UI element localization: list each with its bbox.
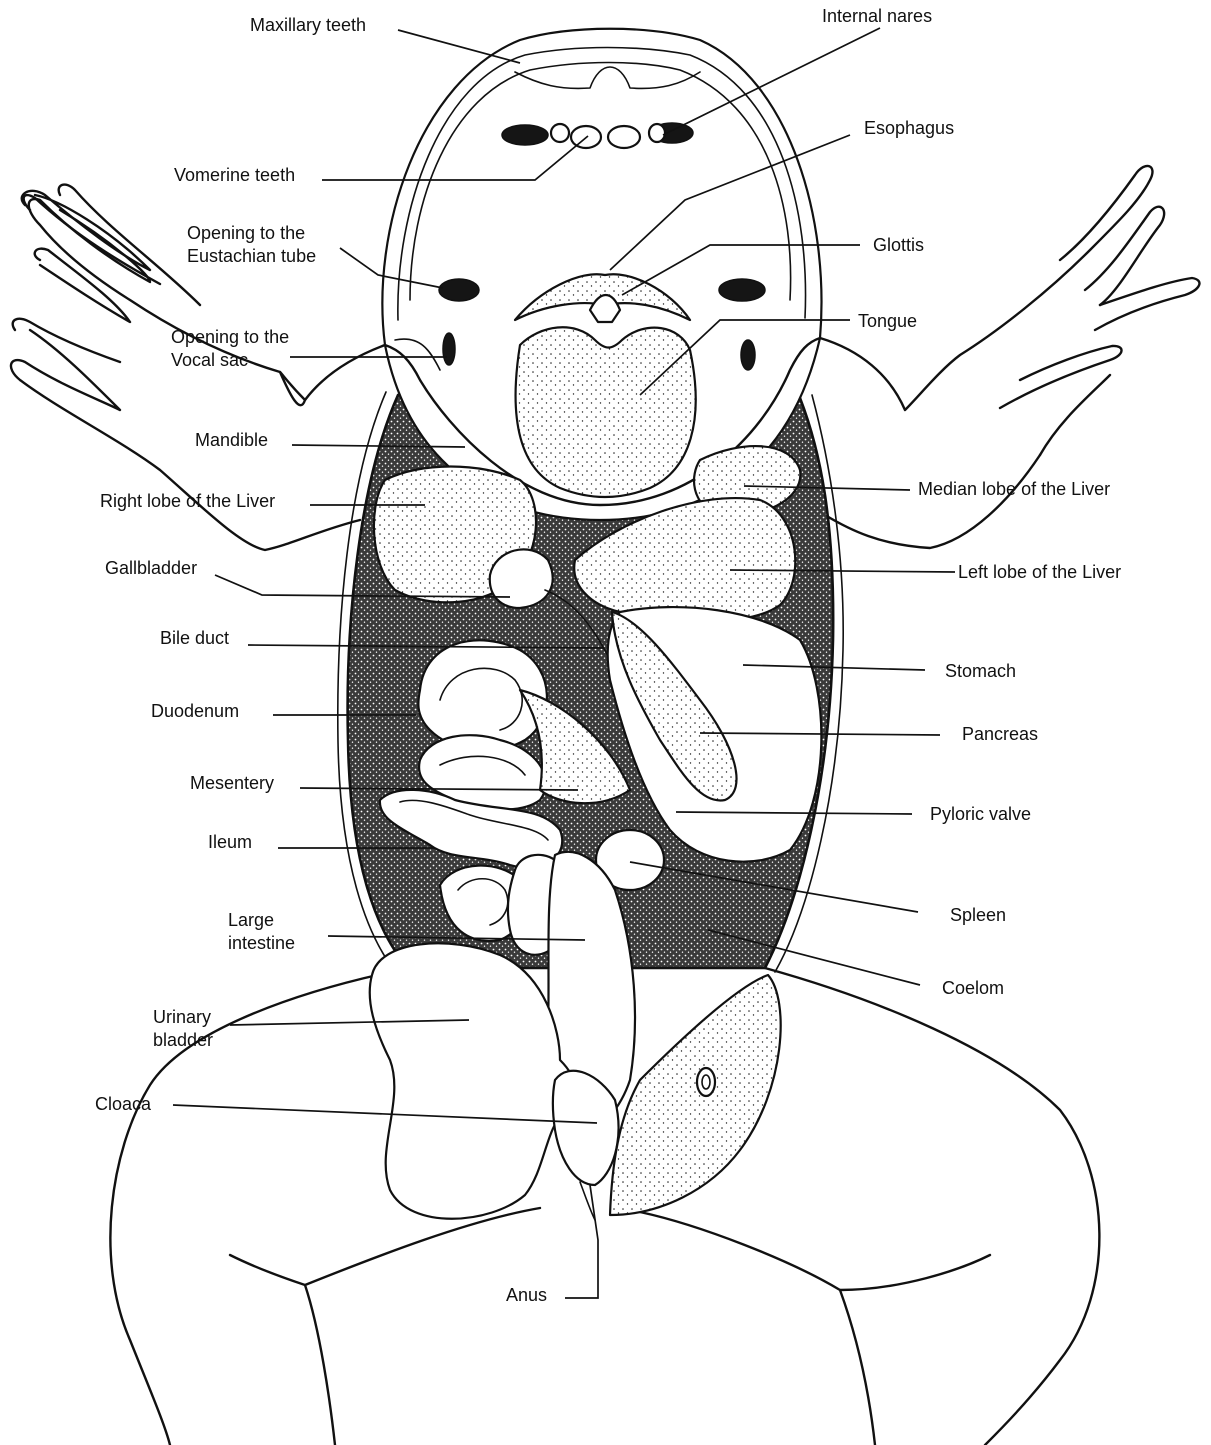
eustachian-opening-right [439,279,479,301]
label-tongue: Tongue [858,310,917,333]
label-ileum: Ileum [208,831,252,854]
vocal-sac-opening-left [741,340,755,370]
label-eustachian-line1: Opening to the [187,222,316,245]
label-eustachian-tube: Opening to the Eustachian tube [187,222,316,268]
label-cloaca: Cloaca [95,1093,151,1116]
label-vocal-sac: Opening to the Vocal sac [171,326,289,372]
label-large-intestine-line1: Large [228,909,295,932]
label-pancreas: Pancreas [962,723,1038,746]
label-duodenum: Duodenum [151,700,239,723]
internal-naris-right [502,125,548,145]
label-urinary-bladder-line1: Urinary [153,1006,213,1029]
label-mandible: Mandible [195,429,268,452]
label-spleen: Spleen [950,904,1006,927]
label-urinary-bladder: Urinary bladder [153,1006,213,1052]
label-vomerine-teeth: Vomerine teeth [174,164,295,187]
label-internal-nares: Internal nares [822,5,932,28]
label-eustachian-line2: Eustachian tube [187,245,316,268]
label-bile-duct: Bile duct [160,627,229,650]
label-vocal-sac-line1: Opening to the [171,326,289,349]
label-median-lobe-liver: Median lobe of the Liver [918,478,1110,501]
label-right-lobe-liver: Right lobe of the Liver [100,490,275,513]
label-urinary-bladder-line2: bladder [153,1029,213,1052]
label-large-intestine-line2: intestine [228,932,295,955]
label-vocal-sac-line2: Vocal sac [171,349,289,372]
gallbladder [490,549,553,608]
label-mesentery: Mesentery [190,772,274,795]
label-pyloric-valve: Pyloric valve [930,803,1031,826]
vocal-sac-opening-right [443,333,455,365]
tongue [516,327,696,497]
label-maxillary-teeth: Maxillary teeth [250,14,366,37]
urinary-bladder [370,943,576,1218]
eustachian-opening-left [719,279,765,301]
label-anus: Anus [506,1284,547,1307]
label-gallbladder: Gallbladder [105,557,197,580]
label-glottis: Glottis [873,234,924,257]
label-large-intestine: Large intestine [228,909,295,955]
label-stomach: Stomach [945,660,1016,683]
label-left-lobe-liver: Left lobe of the Liver [958,561,1121,584]
label-coelom: Coelom [942,977,1004,1000]
label-esophagus: Esophagus [864,117,954,140]
